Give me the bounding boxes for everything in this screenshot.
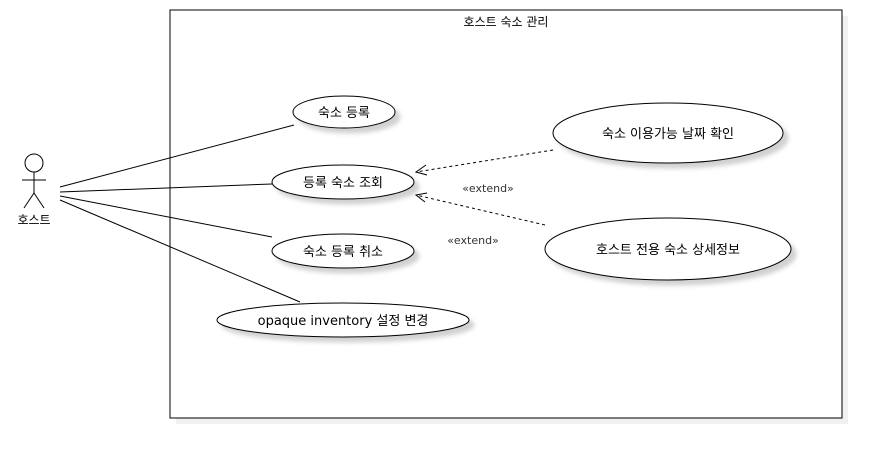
use-case-register-label: 숙소 등록 bbox=[318, 106, 370, 121]
extend-label-1: «extend» bbox=[462, 182, 514, 195]
use-case-inventory-label: opaque inventory 설정 변경 bbox=[258, 314, 429, 329]
use-case-availability: 숙소 이용가능 날짜 확인 bbox=[552, 102, 784, 164]
actor-leg-right bbox=[33, 192, 45, 209]
actor-host bbox=[22, 153, 46, 209]
actor-label: 호스트 bbox=[17, 213, 50, 227]
use-case-cancel-label: 숙소 등록 취소 bbox=[303, 245, 383, 260]
extend-line-2 bbox=[415, 194, 546, 226]
extend-label-2: «extend» bbox=[447, 234, 499, 247]
use-case-lookup-label: 등록 숙소 조회 bbox=[303, 176, 383, 191]
actor-leg-left bbox=[23, 192, 35, 209]
use-case-availability-label: 숙소 이용가능 날짜 확인 bbox=[602, 127, 734, 142]
use-case-detail-label: 호스트 전용 숙소 상세정보 bbox=[596, 243, 740, 258]
assoc-inventory bbox=[59, 199, 301, 303]
extend-arrow-2 bbox=[414, 192, 428, 203]
actor-head bbox=[24, 153, 44, 173]
use-case-lookup: 등록 숙소 조회 bbox=[271, 164, 415, 200]
extend-relations bbox=[414, 149, 554, 226]
assoc-register bbox=[59, 124, 295, 188]
assoc-cancel bbox=[59, 195, 273, 238]
extend-line-1 bbox=[415, 149, 554, 173]
assoc-lookup bbox=[59, 183, 273, 193]
use-case-cancel: 숙소 등록 취소 bbox=[271, 233, 415, 269]
system-boundary: 호스트 숙소 관리 bbox=[169, 9, 848, 424]
extend-arrow-1 bbox=[414, 164, 428, 176]
associations bbox=[59, 124, 301, 303]
system-title: 호스트 숙소 관리 bbox=[464, 15, 549, 29]
use-case-register: 숙소 등록 bbox=[292, 95, 396, 129]
use-case-inventory: opaque inventory 설정 변경 bbox=[216, 302, 470, 338]
use-case-detail: 호스트 전용 숙소 상세정보 bbox=[544, 217, 792, 281]
